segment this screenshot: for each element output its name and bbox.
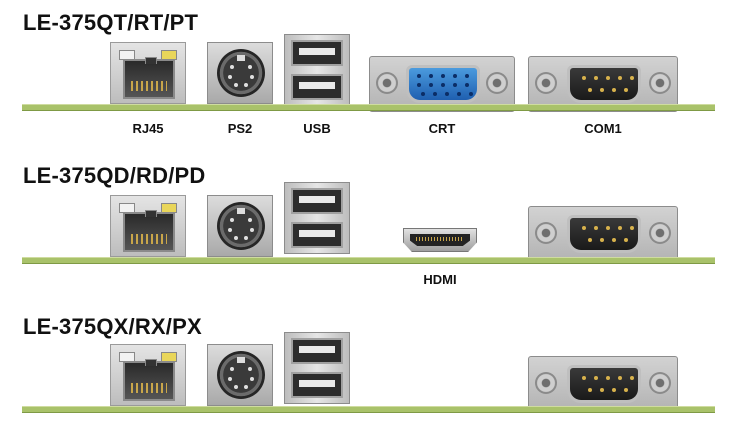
com-screw-right bbox=[649, 222, 671, 244]
com-screw-left bbox=[535, 222, 557, 244]
rj45-jack bbox=[123, 210, 175, 252]
model-title-2: LE-375QD/RD/PD bbox=[23, 163, 206, 188]
hdmi-port bbox=[403, 228, 477, 252]
usb-port bbox=[284, 332, 350, 404]
crt-screw-left bbox=[376, 72, 398, 94]
model-title-3: LE-375QX/RX/PX bbox=[23, 314, 202, 339]
crt-screw-right bbox=[486, 72, 508, 94]
rj45-port bbox=[110, 344, 186, 406]
label-com1: COM1 bbox=[584, 121, 622, 136]
ps2-port bbox=[207, 42, 273, 104]
board-edge-3 bbox=[22, 406, 715, 413]
crt-shell bbox=[406, 65, 480, 103]
com1-port bbox=[528, 356, 678, 412]
com1-port bbox=[528, 206, 678, 262]
label-crt: CRT bbox=[428, 121, 456, 136]
label-usb: USB bbox=[303, 121, 331, 136]
label-ps2: PS2 bbox=[227, 121, 253, 136]
crt-port bbox=[369, 56, 515, 112]
rj45-jack bbox=[123, 359, 175, 401]
com-screw-right bbox=[649, 372, 671, 394]
rj45-port bbox=[110, 42, 186, 104]
com-shell bbox=[567, 365, 641, 403]
com-shell bbox=[567, 215, 641, 253]
com-screw-left bbox=[535, 372, 557, 394]
com-shell bbox=[567, 65, 641, 103]
ps2-port bbox=[207, 344, 273, 406]
label-hdmi: HDMI bbox=[423, 272, 457, 287]
ps2-port bbox=[207, 195, 273, 257]
com-screw-left bbox=[535, 72, 557, 94]
rj45-port bbox=[110, 195, 186, 257]
rj45-jack bbox=[123, 57, 175, 99]
model-title-1: LE-375QT/RT/PT bbox=[23, 10, 199, 35]
com-screw-right bbox=[649, 72, 671, 94]
board-edge-2 bbox=[22, 257, 715, 264]
usb-port bbox=[284, 34, 350, 106]
label-rj45: RJ45 bbox=[132, 121, 164, 136]
usb-port bbox=[284, 182, 350, 254]
com1-port bbox=[528, 56, 678, 112]
board-edge-1 bbox=[22, 104, 715, 111]
